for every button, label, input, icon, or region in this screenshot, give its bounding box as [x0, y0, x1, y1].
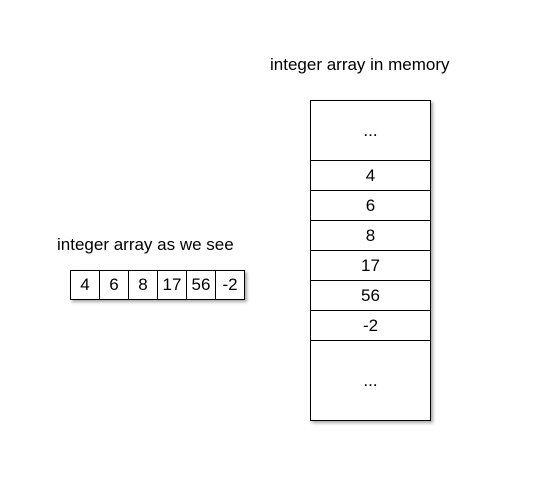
array-cell: 56 [186, 270, 216, 300]
memory-ellipsis-top: ... [310, 100, 431, 161]
memory-cell: 17 [310, 250, 431, 281]
array-as-we-see-label: integer array as we see [57, 235, 234, 254]
array-cell: 8 [128, 270, 158, 300]
array-cell: 17 [157, 270, 187, 300]
memory-ellipsis-bottom: ... [310, 340, 431, 421]
memory-column: ... 4 6 8 17 56 -2 ... [310, 100, 431, 421]
memory-cell: 56 [310, 280, 431, 311]
memory-cell: 6 [310, 190, 431, 221]
array-in-memory-label: integer array in memory [270, 55, 450, 74]
array-cell: -2 [215, 270, 245, 300]
memory-cell: -2 [310, 310, 431, 341]
memory-cell: 8 [310, 220, 431, 251]
array-cell: 6 [99, 270, 129, 300]
horizontal-array: 4 6 8 17 56 -2 [70, 270, 245, 300]
memory-cell: 4 [310, 160, 431, 191]
array-cell: 4 [70, 270, 100, 300]
